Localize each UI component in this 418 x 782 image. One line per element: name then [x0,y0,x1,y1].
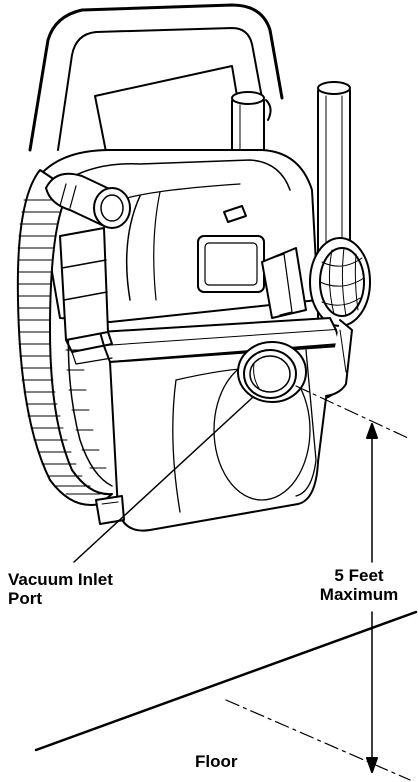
power-switch [223,205,247,223]
height-dimension [225,385,411,781]
hose-ribs [17,199,101,495]
hose-strap [59,227,113,365]
rear-housing [325,319,353,397]
exhaust-grille [261,237,371,327]
height-label-line-1: 5 Feet [334,566,384,585]
vacuum-inlet-port-label: Vacuum Inlet Port [8,570,113,608]
floor-line [34,610,418,752]
height-dimension-label: 5 Feet Maximum [306,566,412,604]
height-label-line-2: Maximum [319,585,399,604]
carry-handle [28,3,284,152]
dimension-lower-extension [225,699,411,781]
inlet-label-line-2: Port [8,589,42,608]
inlet-leader-line [73,397,253,563]
floor-label: Floor [195,752,238,771]
dimension-arrow-up [366,423,378,439]
hose-nozzle [45,172,131,229]
dimension-upper-extension [295,385,409,439]
collection-tank [109,345,345,532]
inlet-label-line-1: Vacuum Inlet [8,570,113,589]
filter-window [197,235,265,293]
hose-clip [95,495,125,525]
vacuum-inlet-port [237,341,307,403]
